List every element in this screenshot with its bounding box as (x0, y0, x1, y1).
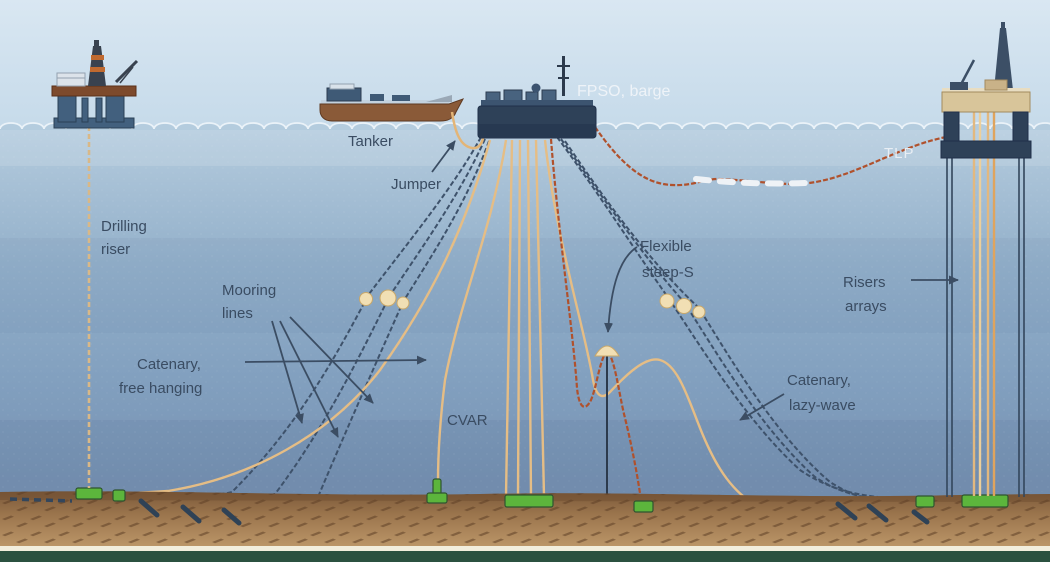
tlp-pontoon (940, 140, 1032, 159)
tanker-label: Tanker (348, 133, 393, 150)
mooring-line-left-1 (151, 136, 482, 499)
anchor-piles-left (138, 498, 242, 526)
rig-derrick (88, 40, 106, 86)
tlp-template (961, 494, 1009, 508)
fpso-hull-waterline-shade (479, 124, 595, 137)
tlp-derrick (994, 22, 1013, 90)
risers-arrays-label-line1: Risers (843, 274, 886, 291)
rig-pontoon (53, 117, 135, 129)
footer-cream-strip (0, 546, 1050, 552)
rig-modules (56, 72, 86, 87)
cvar-label: CVAR (447, 412, 488, 429)
catenary-free-hanging-arrow (244, 355, 427, 365)
catenary-free-hanging-label-line2: free hanging (119, 380, 202, 397)
wellhead-small (112, 489, 126, 502)
catenary-free-hanging-label-line1: Catenary, (137, 356, 201, 373)
catenary-lazy-wave-label-line2: lazy-wave (789, 397, 856, 414)
tlp-tendons (946, 158, 1025, 497)
flexible-steep-s-arrow (604, 246, 638, 333)
fpso-label: FPSO, barge (577, 83, 670, 100)
jumper-label: Jumper (391, 176, 441, 193)
water-texture (0, 132, 1050, 492)
lazy-s-tan-line (543, 139, 783, 506)
tanker-hull (319, 98, 465, 122)
mooring-lines-label-line2: lines (222, 305, 253, 322)
seabed-flowline-dashes (9, 497, 73, 503)
seabed-texture (0, 491, 1050, 547)
fpso (477, 56, 597, 139)
cvar-line (436, 139, 508, 483)
mooring-lines-label-line1: Mooring (222, 282, 276, 299)
fpso-deck-modules (485, 83, 557, 103)
tanker-bow-wedge (426, 95, 452, 102)
export-flowline-floats (693, 176, 809, 187)
rig-crane (114, 59, 139, 84)
lazy-wave-line-3 (564, 140, 899, 504)
tlp-deck (941, 91, 1031, 113)
tlp-risers (972, 112, 996, 496)
rig-deck (51, 85, 137, 97)
drilling-riser-wellhead (75, 487, 103, 500)
drilling-rig (51, 40, 139, 129)
fpso-flare-mast (557, 56, 570, 96)
tanker-superstructure (326, 83, 362, 102)
flexible-steep-s-label-line2: steep-S (642, 264, 694, 281)
flexible-steep-s-label-line1: Flexible (640, 238, 692, 255)
wellhead-right (915, 495, 935, 508)
steep-s-wellhead (633, 500, 654, 513)
drilling-riser-label-line1: Drilling (101, 218, 147, 235)
tlp-deck-module-dark (950, 82, 968, 90)
tlp-deck-module-tan (984, 79, 1008, 91)
tanker (319, 83, 465, 122)
anchor-piles-right (835, 501, 930, 525)
footer-green-bar (0, 551, 1050, 562)
fpso-deck-band (481, 100, 593, 109)
fpso-riser-bundle (504, 139, 546, 498)
flexible-steep-s-line (549, 138, 643, 501)
buoyancy-arch (594, 345, 620, 357)
risers-arrays-label-line2: arrays (845, 298, 887, 315)
catenary-lazy-wave-label-line1: Catenary, (787, 372, 851, 389)
mooring-arrow-2 (279, 320, 339, 438)
cvar-wellhead (426, 478, 448, 504)
floats-left (359, 289, 410, 310)
seabed-manifold (504, 494, 554, 508)
mooring-arrow-1 (271, 320, 304, 424)
annotation-arrows (244, 140, 959, 438)
tlp (940, 22, 1032, 497)
jumper-line (450, 111, 486, 150)
tanker-deck-modules (370, 94, 410, 101)
catenary-lazy-wave-arrow (739, 393, 785, 421)
jumper-arrow (431, 140, 456, 173)
mooring-arrow-3 (289, 316, 374, 404)
floats-right (659, 293, 706, 319)
drilling-riser-label-line2: riser (101, 241, 130, 258)
tlp-label: TLP (884, 145, 915, 162)
lazy-wave-line-2 (560, 138, 889, 501)
tanker-deck-stripe (321, 100, 449, 104)
rig-columns (57, 95, 125, 123)
